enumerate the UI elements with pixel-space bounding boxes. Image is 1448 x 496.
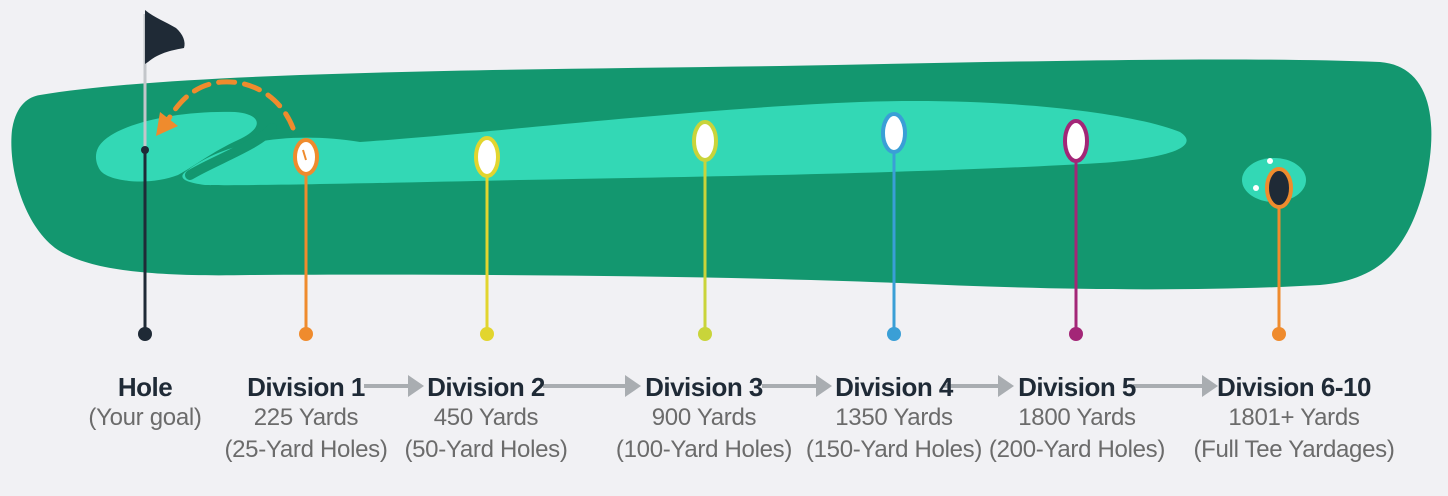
tee-marker-dot [299,327,313,341]
tee-marker-dot [887,327,901,341]
flag-icon [145,10,185,64]
division-name: Division 1 [247,372,365,402]
division-name: Division 2 [427,372,545,402]
division-name: Division 6-10 [1217,372,1371,402]
division-yards: 225 Yards [253,404,359,431]
division-yards: 1801+ Yards [1228,404,1360,431]
division-holes: (25-Yard Holes) [224,436,388,463]
label-division-3: Division 3 900 Yards (100-Yard Holes) [594,372,814,466]
label-division-2: Division 2 450 Yards (50-Yard Holes) [376,372,596,466]
division-name: Division 4 [835,372,953,402]
tee-marker-dot [1069,327,1083,341]
division-yards: 1350 Yards [835,404,953,431]
arrowhead-icon [625,375,641,397]
golf-ball-icon [881,112,907,154]
tee-marker-dot [1272,327,1286,341]
golf-ball-icon [1063,119,1089,163]
golf-ball-icon [474,136,500,178]
division-holes: (50-Yard Holes) [404,436,568,463]
arrowhead-icon [156,112,178,136]
division-holes: (150-Yard Holes) [805,436,983,463]
dashed-shot-arc [165,79,296,131]
label-division-6-10: Division 6-10 1801+ Yards (Full Tee Yard… [1184,372,1404,466]
arrowhead-icon [408,375,424,397]
label-division-1: Division 1 225 Yards (25-Yard Holes) [196,372,416,466]
hole-desc: (Your goal) [88,404,202,431]
fairway-highlight [182,101,1187,186]
label-division-4: Division 4 1350 Yards (150-Yard Holes) [784,372,1004,466]
tee-marker-dot [480,327,494,341]
label-division-5: Division 5 1800 Yards (200-Yard Holes) [967,372,1187,466]
label-hole: Hole (Your goal) [35,372,255,434]
green-edge [185,123,277,180]
division-yards: 450 Yards [433,404,539,431]
putting-green [95,111,257,182]
division-yards: 900 Yards [651,404,757,431]
tee-box-dot [1267,158,1273,164]
tee-marker-dot [698,327,712,341]
hole-marker-dot [138,327,152,341]
arrowhead-icon [1202,375,1218,397]
division-yards: 1800 Yards [1018,404,1136,431]
tee-box-dot [1253,185,1259,191]
arrowhead-icon [816,375,832,397]
hole-name: Hole [117,372,173,402]
division-holes: (Full Tee Yardages) [1193,436,1395,463]
division-holes: (100-Yard Holes) [615,436,793,463]
division-name: Division 3 [645,372,763,402]
golf-ball-icon [692,120,718,162]
golf-ball-icon [1265,167,1293,209]
division-name: Division 5 [1018,372,1136,402]
arrowhead-icon [998,375,1014,397]
shot-start-tick [302,149,307,161]
division-holes: (200-Yard Holes) [988,436,1166,463]
